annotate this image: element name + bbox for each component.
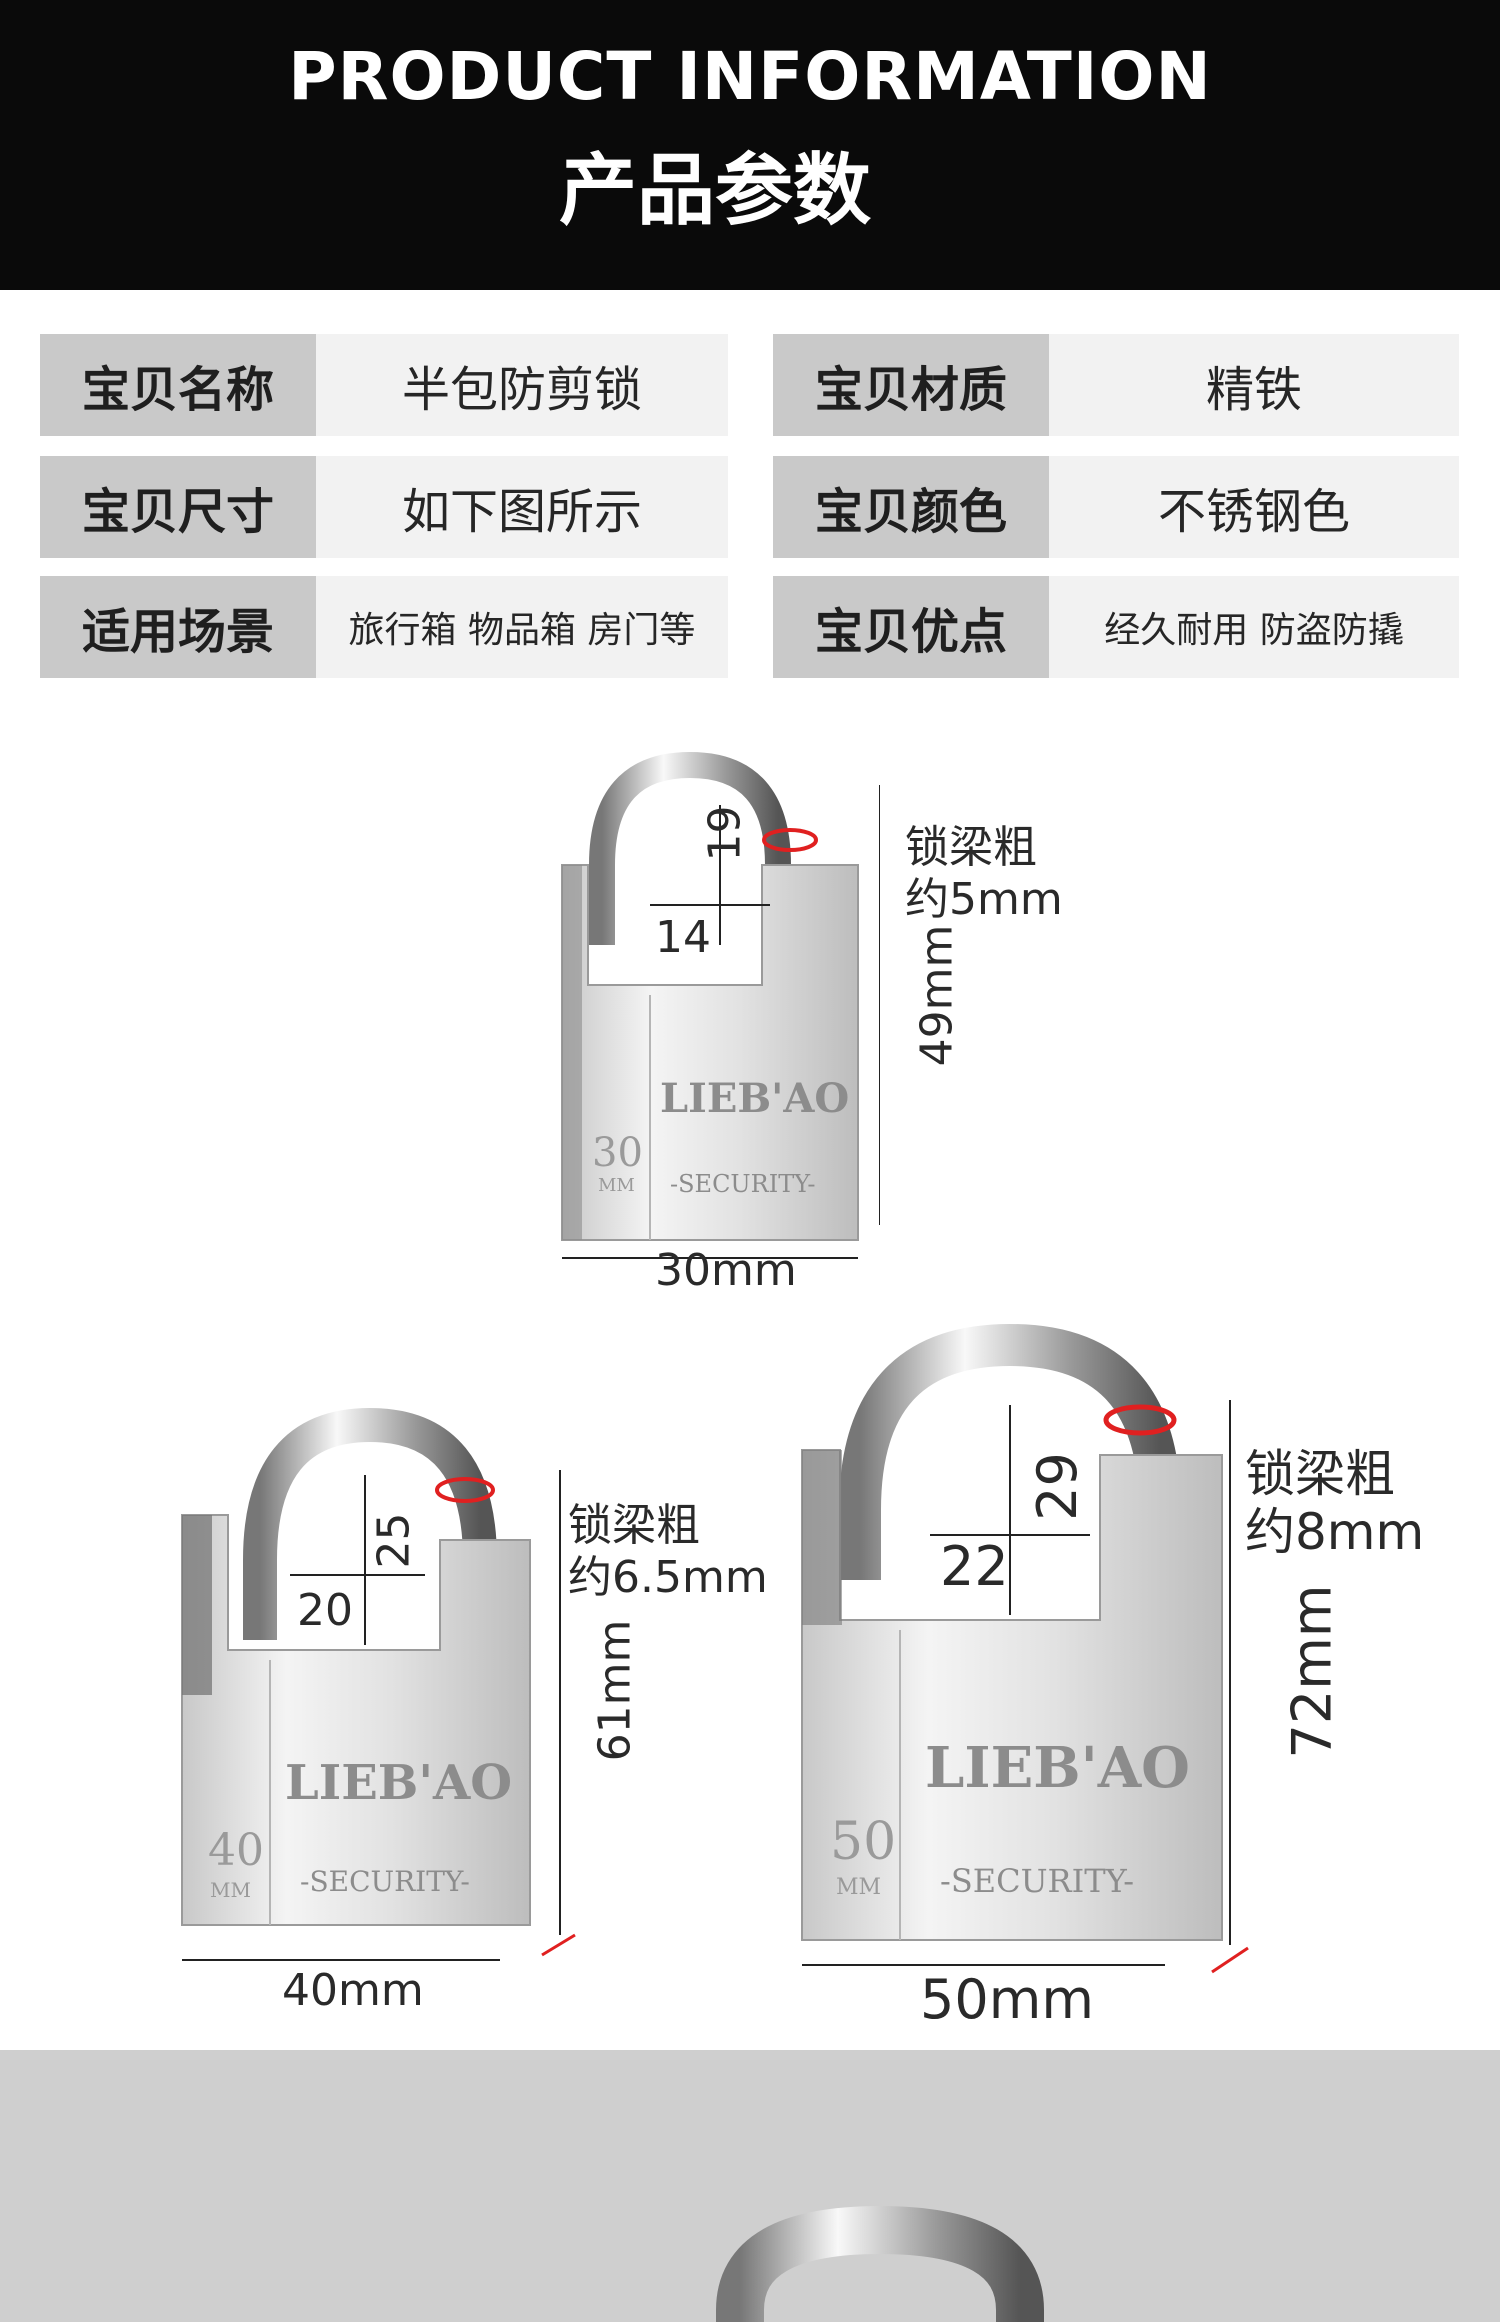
lock-40-shackle (243, 1407, 497, 1640)
bottom-shackle-illustration (716, 2205, 1044, 2322)
title-english: PRODUCT INFORMATION (288, 38, 1212, 115)
lock-50-brand: LIEB'AO (925, 1735, 1190, 1801)
lock-40-note-line1: 锁梁粗 (568, 1500, 700, 1551)
lock-50-note-line1: 锁梁粗 (1245, 1445, 1395, 1503)
lock-40-illustration (181, 1407, 576, 1961)
lock-30-thickness-ring (762, 828, 818, 852)
lock-40-size-mark: 40 (208, 1825, 264, 1876)
spec-name-label: 宝贝名称 (40, 334, 316, 436)
spec-material-value: 精铁 (1049, 334, 1459, 436)
lock-40-note-line2: 约6.5mm (568, 1552, 768, 1603)
lock-50-corner-arrow (1211, 1946, 1249, 1974)
lock-50-width: 50mm (920, 1968, 1094, 2031)
lock-40-corner-arrow (541, 1933, 576, 1957)
lock-50-security: -SECURITY- (940, 1862, 1135, 1900)
lock-30-mm-mark: MM (598, 1175, 635, 1196)
lock-30-shackle-height: 19 (699, 805, 751, 862)
lock-40-width: 40mm (282, 1965, 424, 2016)
lock-50-mm-mark: MM (836, 1875, 882, 1900)
lock-30-note-line1: 锁梁粗 (905, 822, 1037, 873)
lock-40-height: 61mm (589, 1619, 641, 1762)
lock-50-thickness-ring (1103, 1404, 1177, 1436)
spec-size-value: 如下图所示 (316, 456, 728, 558)
spec-scene-label: 适用场景 (40, 576, 316, 678)
lock-30-note: 锁梁粗 约5mm (905, 822, 1063, 926)
title-chinese: 产品参数 (558, 146, 871, 236)
bottom-photo-band (0, 2050, 1500, 2322)
lock-40-mm-mark: MM (210, 1878, 251, 1902)
spec-advantage-value: 经久耐用 防盗防撬 (1049, 576, 1459, 678)
lock-40-shackle-height: 25 (368, 1512, 420, 1569)
lock-50-shackle-height: 29 (1025, 1452, 1089, 1521)
lock-50-size-mark: 50 (830, 1812, 897, 1872)
lock-40-security: -SECURITY- (300, 1865, 470, 1898)
lock-40-side-shadow (182, 1515, 212, 1695)
spec-advantage-label: 宝贝优点 (773, 576, 1049, 678)
lock-30-shackle-width: 14 (655, 912, 711, 963)
lock-30-height: 49mm (911, 924, 963, 1067)
spec-material-label: 宝贝材质 (773, 334, 1049, 436)
lock-30-shackle (589, 751, 791, 945)
lock-30-brand: LIEB'AO (660, 1075, 850, 1122)
spec-name-value: 半包防剪锁 (316, 334, 728, 436)
lock-30-width: 30mm (655, 1245, 797, 1296)
spec-scene-value: 旅行箱 物品箱 房门等 (316, 576, 728, 678)
lock-50-illustration (801, 1323, 1249, 1974)
lock-50-note: 锁梁粗 约8mm (1245, 1445, 1424, 1561)
lock-30-body (561, 864, 859, 1241)
lock-30-side-shadow (562, 865, 582, 1240)
lock-50-height: 72mm (1280, 1584, 1344, 1759)
lock-40-brand: LIEB'AO (285, 1755, 513, 1811)
lock-40-thickness-ring (435, 1477, 495, 1503)
lock-30-security: -SECURITY- (670, 1170, 816, 1198)
lock-40-shackle-width: 20 (297, 1585, 353, 1636)
lock-40-note: 锁梁粗 约6.5mm (568, 1500, 768, 1604)
lock-50-shackle-width: 22 (940, 1535, 1009, 1598)
lock-30-note-line2: 约5mm (905, 874, 1063, 925)
header-banner: PRODUCT INFORMATION 产品参数 (0, 0, 1500, 290)
spec-size-label: 宝贝尺寸 (40, 456, 316, 558)
lock-30-size-mark: 30 (592, 1130, 643, 1176)
lock-50-side-shadow (802, 1450, 842, 1625)
spec-color-label: 宝贝颜色 (773, 456, 1049, 558)
lock-50-note-line2: 约8mm (1245, 1503, 1425, 1561)
spec-color-value: 不锈钢色 (1049, 456, 1459, 558)
lock-30-illustration (561, 751, 880, 1259)
